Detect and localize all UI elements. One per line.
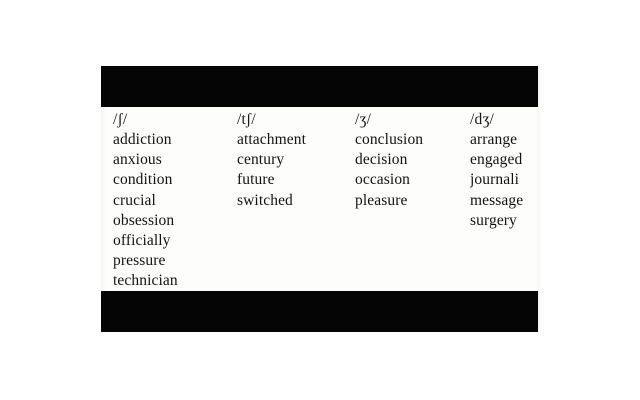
word-item: occasion bbox=[355, 171, 411, 189]
scanned-page: /ʃ/ addiction anxious condition crucial … bbox=[101, 66, 540, 332]
word-list-table: /ʃ/ addiction anxious condition crucial … bbox=[101, 107, 540, 291]
word-item: anxious bbox=[113, 151, 162, 169]
word-item: condition bbox=[113, 171, 173, 189]
ipa-header-sh: /ʃ/ bbox=[113, 111, 128, 128]
word-column-dzh: /dʒ/ arrange engaged journali message su… bbox=[470, 110, 540, 231]
word-item: journali bbox=[470, 171, 520, 189]
word-item: obsession bbox=[113, 211, 175, 229]
word-item: engaged bbox=[470, 151, 523, 169]
word-item: future bbox=[237, 171, 275, 189]
ipa-header-dzh: /dʒ/ bbox=[470, 111, 495, 128]
word-column-sh: /ʃ/ addiction anxious condition crucial … bbox=[113, 110, 231, 291]
word-item: message bbox=[470, 191, 524, 209]
word-item: crucial bbox=[113, 191, 156, 209]
word-column-zh: /ʒ/ conclusion decision occasion pleasur… bbox=[355, 110, 465, 211]
ipa-header-ch: /tʃ/ bbox=[237, 111, 256, 128]
word-item: pleasure bbox=[355, 191, 408, 209]
word-item: addiction bbox=[113, 131, 172, 148]
word-item: conclusion bbox=[355, 131, 424, 148]
masking-bar-bottom bbox=[101, 291, 538, 332]
word-item: pressure bbox=[113, 252, 166, 270]
word-item: attachment bbox=[237, 131, 306, 148]
word-item: century bbox=[237, 151, 285, 169]
word-item: decision bbox=[355, 151, 408, 169]
word-item: technician bbox=[113, 272, 178, 290]
word-item: officially bbox=[113, 232, 171, 250]
word-item: arrange bbox=[470, 131, 518, 148]
word-item: surgery bbox=[470, 211, 517, 229]
ipa-header-zh: /ʒ/ bbox=[355, 111, 372, 128]
word-column-ch: /tʃ/ attachment century future switched bbox=[237, 110, 349, 211]
masking-bar-top bbox=[101, 66, 538, 107]
word-item: switched bbox=[237, 191, 293, 209]
